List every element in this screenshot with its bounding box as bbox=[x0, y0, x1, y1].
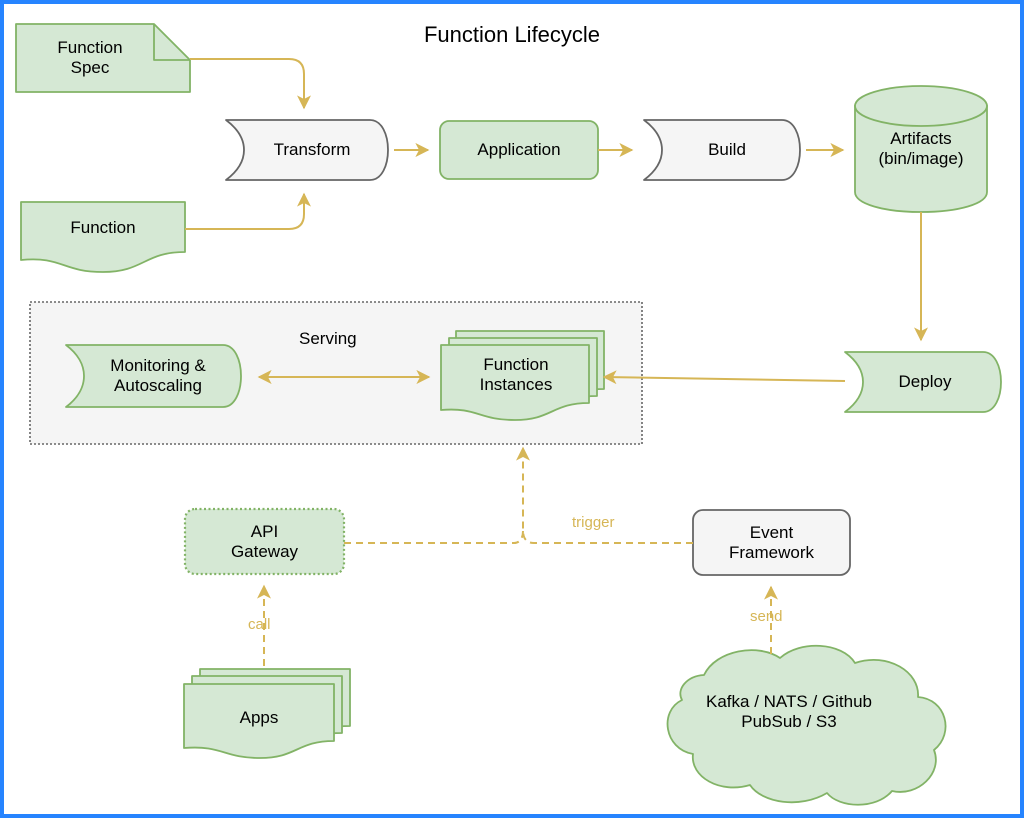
edge-api-gateway-to-function-instances bbox=[344, 530, 524, 544]
node-function-instances[interactable] bbox=[440, 330, 605, 421]
node-build[interactable] bbox=[643, 119, 801, 181]
edge-label-send: send bbox=[750, 608, 783, 625]
node-function[interactable] bbox=[20, 201, 186, 273]
edge-function-to-transform bbox=[185, 192, 311, 230]
node-event-framework[interactable] bbox=[692, 509, 851, 576]
node-function-spec[interactable] bbox=[15, 23, 191, 93]
node-api-gateway[interactable] bbox=[183, 507, 346, 576]
node-monitoring[interactable] bbox=[65, 344, 242, 408]
edge-label-trigger: trigger bbox=[572, 514, 615, 531]
diagram-shapes bbox=[15, 23, 1002, 806]
edge-event-framework-to-function-instances bbox=[516, 446, 693, 544]
node-event-sources[interactable] bbox=[666, 644, 947, 806]
edge-deploy-to-function-instances bbox=[602, 370, 846, 385]
edge-label-call: call bbox=[248, 616, 271, 633]
node-deploy[interactable] bbox=[844, 351, 1002, 413]
node-transform[interactable] bbox=[225, 119, 389, 181]
node-artifacts[interactable] bbox=[854, 85, 988, 213]
node-apps[interactable] bbox=[183, 668, 351, 759]
edge-function-spec-to-transform bbox=[190, 58, 311, 110]
page-title: Function Lifecycle bbox=[423, 22, 601, 47]
serving-group-label: Serving bbox=[299, 329, 357, 348]
node-application[interactable] bbox=[439, 120, 599, 180]
